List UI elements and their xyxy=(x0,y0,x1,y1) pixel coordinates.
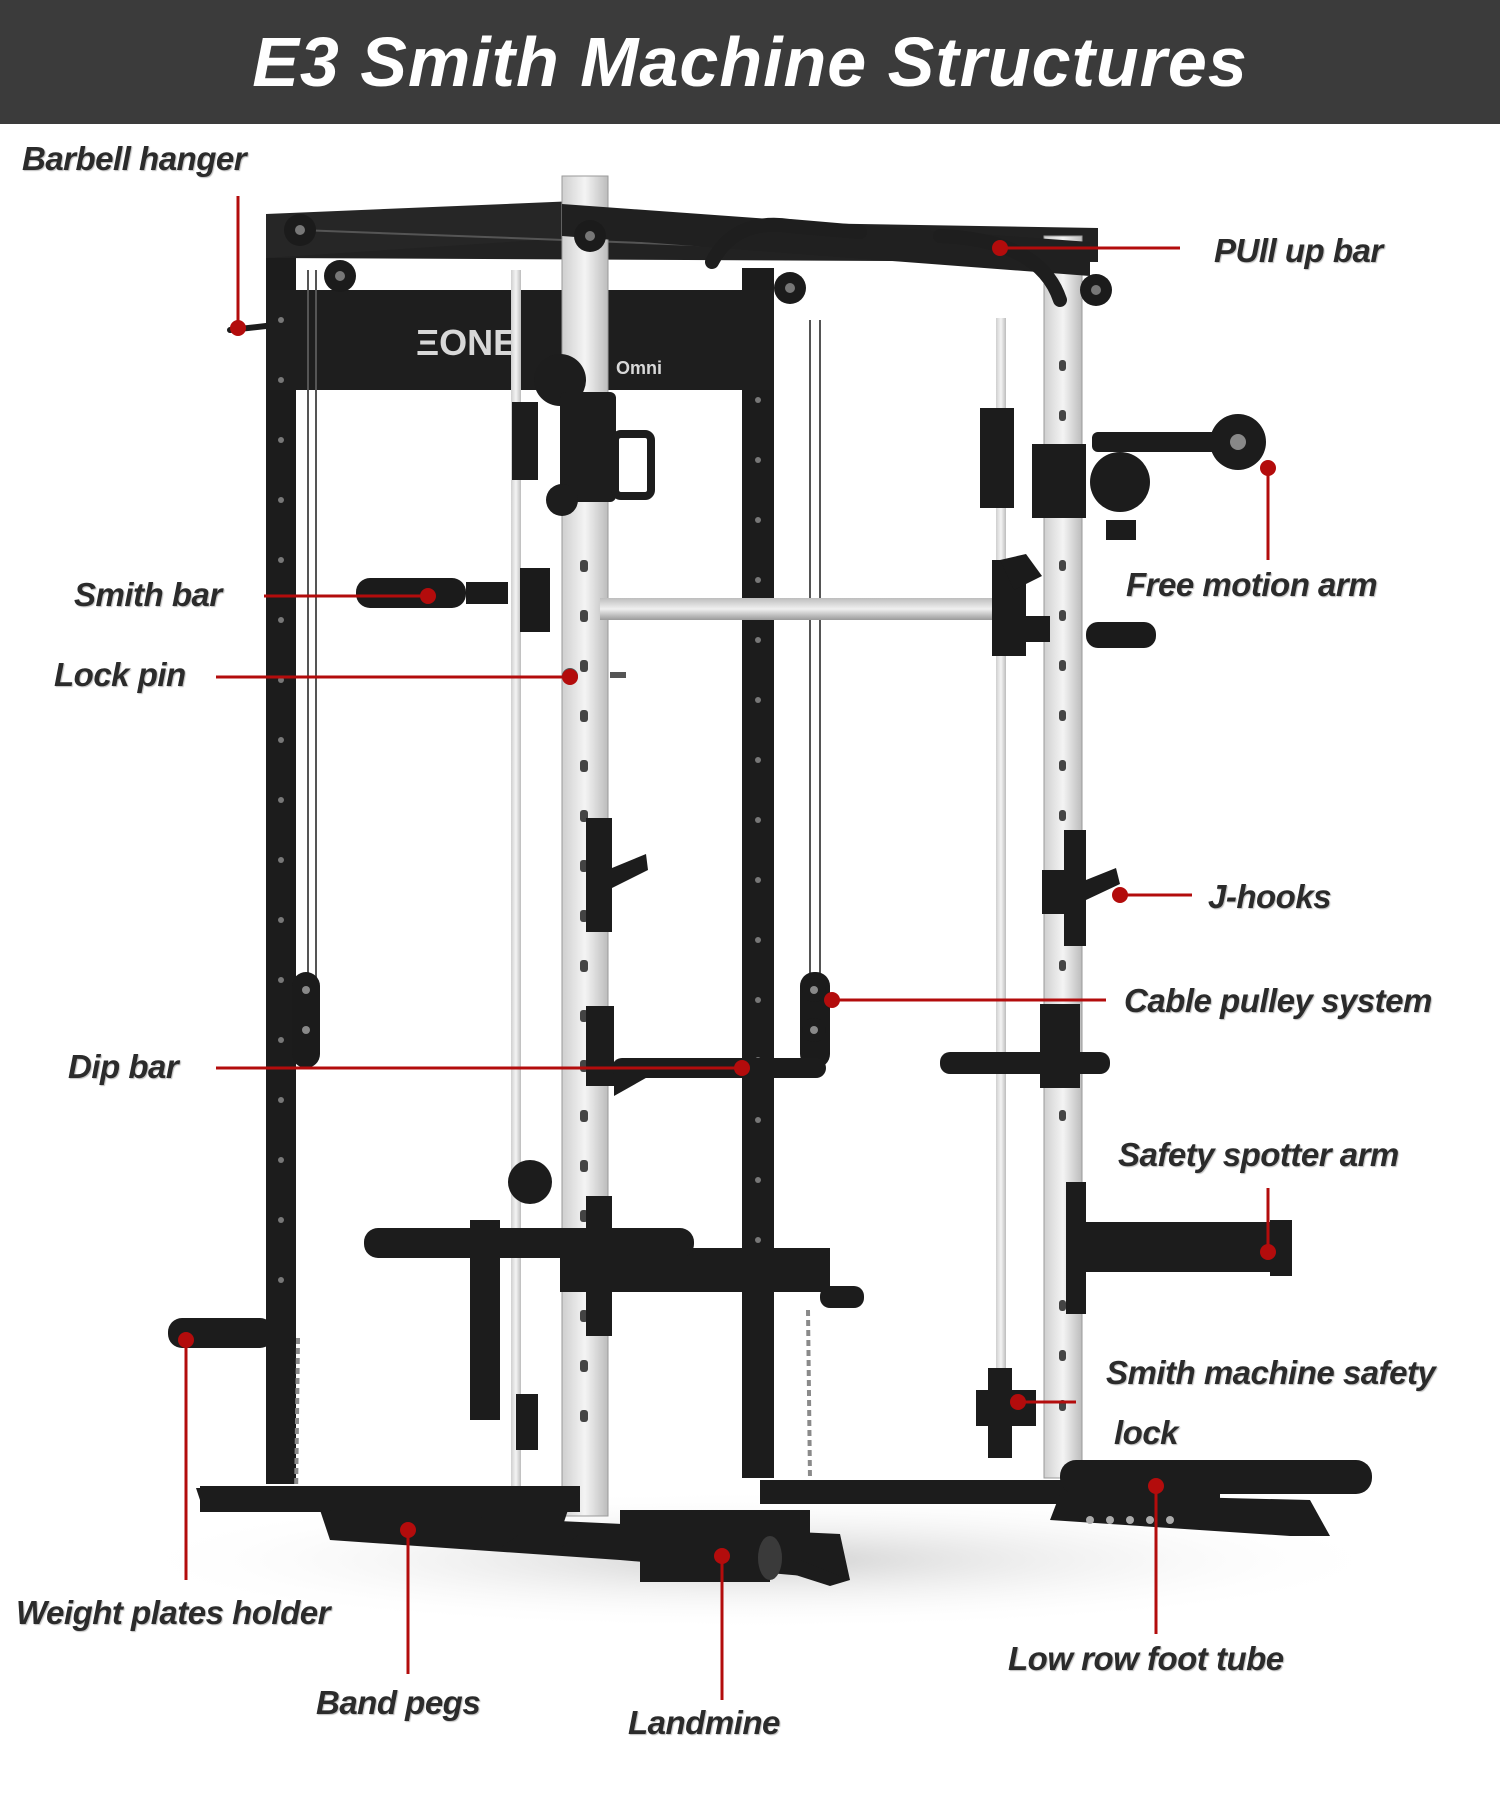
smith-bar xyxy=(356,554,1156,656)
dip-bar xyxy=(586,1004,1110,1096)
title-banner xyxy=(0,0,1500,124)
page-title: E3 Smith Machine Structures xyxy=(252,23,1248,101)
label-j-hooks: J-hooks xyxy=(1208,878,1332,915)
label-pull-up-bar: PUll up bar xyxy=(1214,232,1383,269)
label-landmine: Landmine xyxy=(628,1704,780,1741)
leader-dots xyxy=(178,240,1276,1564)
guide-rod xyxy=(511,270,521,1510)
chains xyxy=(294,1309,812,1501)
label-cable-pulley-system: Cable pulley system xyxy=(1124,982,1432,1019)
free-motion-arm xyxy=(980,408,1266,540)
weight-plates-holder xyxy=(168,1160,694,1420)
low-row-foot-tube xyxy=(1060,1460,1372,1494)
smith-safety-lock xyxy=(516,1368,1036,1458)
lat-carriage xyxy=(512,354,655,516)
label-band-pegs: Band pegs xyxy=(316,1684,481,1721)
label-weight-plates-holder: Weight plates holder xyxy=(16,1594,330,1631)
pull-up-bar-handle xyxy=(933,229,1067,307)
pull-up-bar-handle xyxy=(705,217,867,269)
top-front-beam xyxy=(562,204,1090,276)
safety-spotter-arm xyxy=(560,1182,1292,1336)
label-free-motion-arm: Free motion arm xyxy=(1126,566,1378,603)
label-safety-spotter-arm: Safety spotter arm xyxy=(1118,1136,1399,1173)
label-low-row-foot-tube: Low row foot tube xyxy=(1008,1640,1284,1677)
j-hooks xyxy=(586,818,1120,946)
leader-lines xyxy=(184,196,1270,1700)
guide-rod xyxy=(996,318,1006,1458)
label-smith-safety-lock-line2: lock xyxy=(1114,1414,1179,1451)
brand-logo: ΞONE xyxy=(416,322,517,363)
label-smith-bar: Smith bar xyxy=(74,576,222,613)
landmine-tube xyxy=(640,1534,782,1582)
label-smith-safety-lock-line1: Smith machine safety xyxy=(1106,1354,1436,1391)
label-barbell-hanger: Barbell hanger xyxy=(22,140,247,177)
brand-model: Omni xyxy=(616,358,662,378)
label-dip-bar: Dip bar xyxy=(68,1048,179,1085)
label-lock-pin: Lock pin xyxy=(54,656,186,693)
